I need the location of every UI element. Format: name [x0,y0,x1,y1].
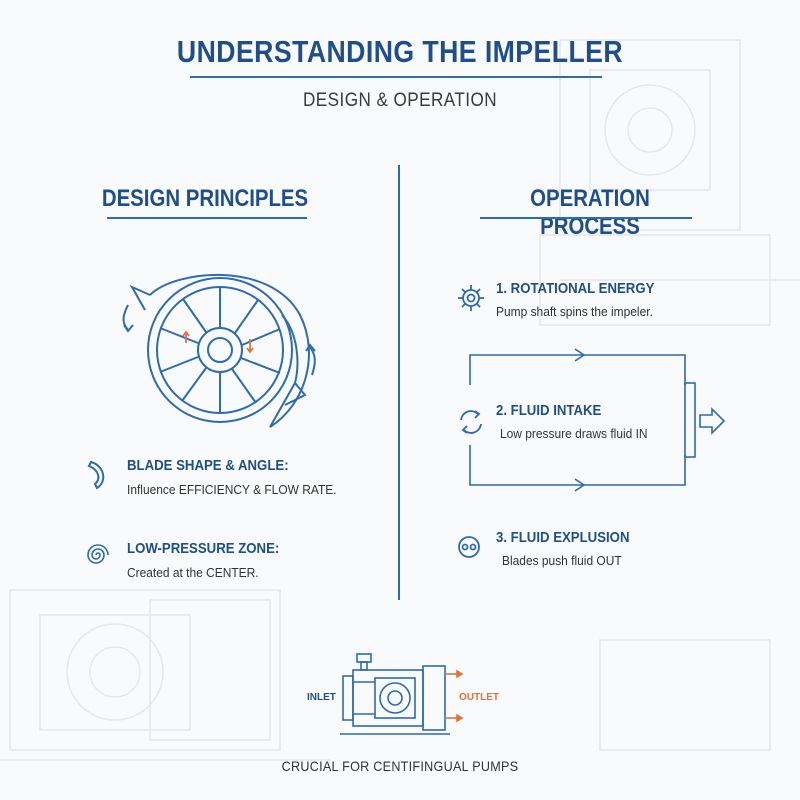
circular-arrows-icon [460,410,482,434]
step-fluid-explusion-text: Blades push fluid OUT [502,553,622,568]
low-pressure-text: Created at the CENTER. [127,565,259,580]
step-rotational-energy-text: Pump shaft spins the impeler. [496,304,653,319]
operation-process-heading: OPERATION PROCESS [530,185,650,240]
blade-shape-title: BLADE SHAPE & ANGLE: [127,457,289,474]
low-pressure-title: LOW-PRESSURE ZONE: [127,540,280,557]
flow-loop-diagram [469,348,726,492]
page-subtitle: DESIGN & OPERATION [302,90,498,111]
blade-curve-icon [87,460,105,490]
design-heading-underline [107,217,307,219]
step-fluid-intake-title: 2. FLUID INTAKE [496,402,602,419]
step-fluid-intake-text: Low pressure draws fluid IN [500,426,648,441]
inlet-label: INLET [307,692,336,703]
centrifugal-pump-illustration [340,653,464,735]
column-divider [398,165,400,600]
footer-caption: CRUCIAL FOR CENTIFINGUAL PUMPS [281,758,519,774]
design-principles-heading: DESIGN PRINCIPLES [101,185,309,212]
operation-heading-underline [480,217,692,219]
page-title: UNDERSTANDING THE IMPELLER [176,34,624,69]
title-underline [190,76,602,78]
blade-shape-text: Influence EFFICIENCY & FLOW RATE. [127,482,337,497]
spiral-icon [87,544,109,564]
outlet-label: OUTLET [459,692,499,703]
step-fluid-explusion-title: 3. FLUID EXPLUSION [496,529,630,546]
pump-face-icon [458,536,480,558]
impeller-diagram [122,274,316,428]
step-rotational-energy-title: 1. ROTATIONAL ENERGY [496,280,655,297]
gear-icon [458,285,484,311]
